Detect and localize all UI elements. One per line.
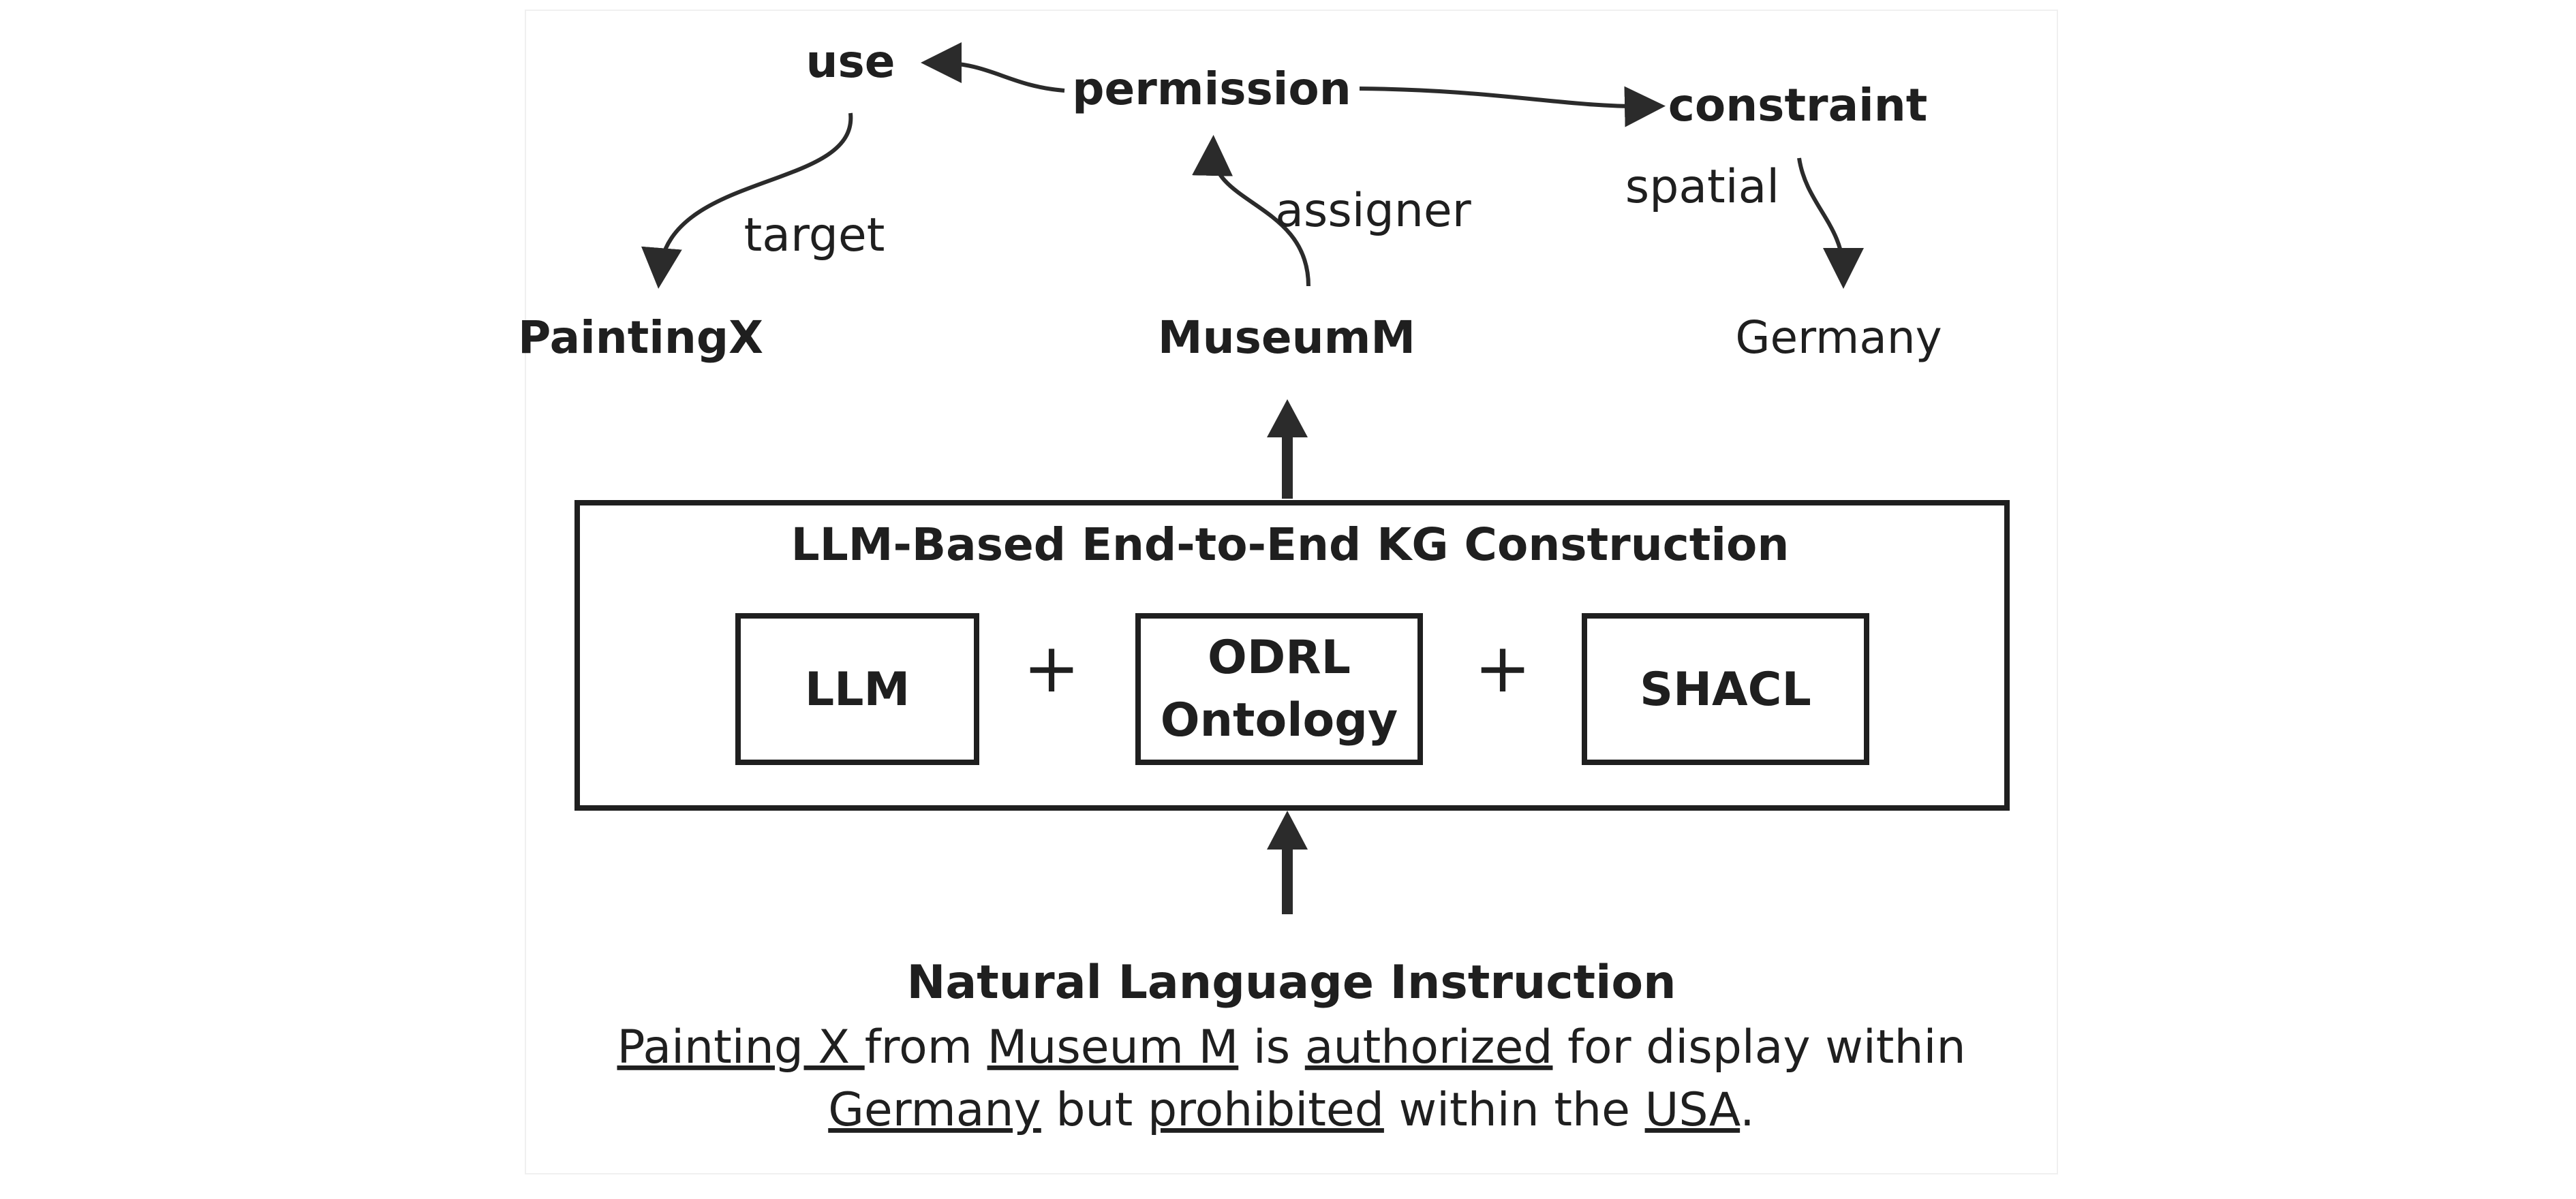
component-odrl-line2: Ontology <box>1161 694 1398 747</box>
node-germany: Germany <box>1735 311 1942 364</box>
node-painting: PaintingX <box>518 311 763 364</box>
phrase-from: from <box>865 1021 987 1074</box>
phrase-authorized: authorized <box>1305 1021 1553 1074</box>
edge-label-assigner: assigner <box>1275 184 1471 238</box>
phrase-within-the: within the <box>1384 1083 1645 1137</box>
component-llm: LLM <box>805 663 910 717</box>
edge-use-painting <box>641 112 853 289</box>
edge-constraint-germany <box>1797 157 1864 289</box>
plus-sign-2: + <box>1474 628 1531 708</box>
phrase-is: is <box>1238 1021 1305 1074</box>
node-use: use <box>806 35 895 88</box>
input-arrow <box>1267 811 1308 914</box>
pipeline-title: LLM-Based End-to-End KG Construction <box>791 518 1790 571</box>
phrase-but: but <box>1041 1083 1148 1137</box>
edge-label-spatial: spatial <box>1625 160 1779 214</box>
component-shacl: SHACL <box>1640 663 1811 717</box>
component-shacl-box <box>1582 613 1869 765</box>
phrase-prohibited: prohibited <box>1148 1083 1384 1137</box>
diagram-card <box>525 10 2058 1174</box>
instruction-line1: Painting X from Museum M is authorized f… <box>617 1021 1965 1074</box>
plus-sign-1: + <box>1023 628 1080 708</box>
phrase-painting-x: Painting X <box>617 1021 864 1074</box>
phrase-germany: Germany <box>828 1083 1041 1137</box>
component-odrl-box <box>1135 613 1423 765</box>
edge-museum-permission <box>1192 135 1310 287</box>
node-permission: permission <box>1072 63 1351 115</box>
phrase-display-within: for display within <box>1552 1021 1965 1074</box>
output-arrow <box>1267 399 1308 499</box>
instruction-title: Natural Language Instruction <box>906 956 1676 1010</box>
component-odrl-line1: ODRL <box>1208 631 1351 685</box>
phrase-usa: USA <box>1645 1083 1741 1137</box>
pipeline-box <box>574 500 2010 811</box>
node-museum: MuseumM <box>1158 311 1415 364</box>
phrase-period: . <box>1740 1083 1755 1137</box>
node-constraint: constraint <box>1668 79 1928 131</box>
edge-label-target: target <box>744 208 885 262</box>
edge-permission-constraint <box>1359 86 1666 127</box>
instruction-line2: Germany but prohibited within the USA. <box>828 1083 1755 1137</box>
edge-permission-use <box>921 42 1065 93</box>
phrase-museum-m: Museum M <box>987 1021 1239 1074</box>
component-llm-box <box>735 613 979 765</box>
